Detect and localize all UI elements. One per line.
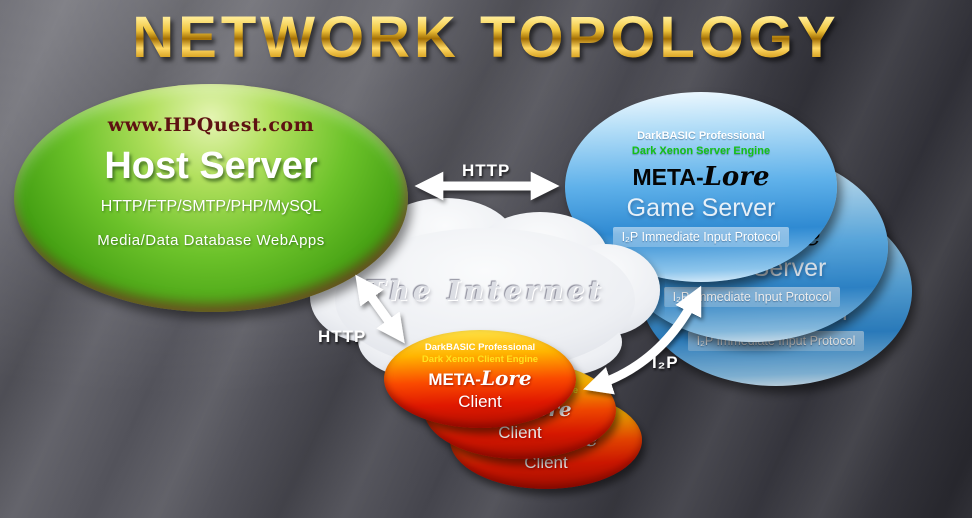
http-label-top: HTTP — [462, 161, 511, 180]
i2p-label: I₂P — [652, 353, 679, 372]
client-ellipse: DarkBASIC Professional Dark Xenon Client… — [384, 330, 576, 428]
brand-label: DarkBASIC Professional — [424, 342, 536, 353]
http-label-left: HTTP — [318, 327, 367, 346]
i2p-protocol-band: I₂P Immediate Input Protocol — [663, 287, 841, 307]
product-suffix: Lore — [480, 366, 532, 390]
product-name: META-Lore — [633, 163, 770, 191]
game-server-name: Game Server — [626, 194, 776, 222]
host-server-services: Media/Data Database WebApps — [97, 232, 325, 249]
brand-label: DarkBASIC Professional — [637, 130, 765, 142]
product-prefix: META- — [632, 164, 704, 190]
host-server-protocols: HTTP/FTP/SMTP/PHP/MySQL — [100, 198, 322, 215]
host-server-url: www.HPQuest.com — [107, 114, 315, 136]
host-server-name: Host Server — [104, 145, 318, 187]
host-server-content: www.HPQuest.com Host Server HTTP/FTP/SMT… — [14, 84, 408, 312]
page-title: NETWORK TOPOLOGY — [0, 4, 972, 71]
engine-label: Dark Xenon Client Engine — [421, 354, 539, 365]
engine-label: Dark Xenon Server Engine — [631, 145, 771, 157]
product-prefix: META- — [428, 370, 481, 389]
i2p-protocol-band: I₂P Immediate Input Protocol — [612, 227, 790, 247]
client-name: Client — [458, 392, 502, 411]
host-server-ellipse: www.HPQuest.com Host Server HTTP/FTP/SMT… — [14, 84, 408, 312]
client-content: DarkBASIC Professional Dark Xenon Client… — [384, 330, 576, 428]
game-server-content: DarkBASIC Professional Dark Xenon Server… — [565, 92, 837, 282]
product-name: META-Lore — [428, 367, 531, 391]
client-name: Client — [498, 423, 542, 442]
product-suffix: Lore — [703, 162, 770, 192]
